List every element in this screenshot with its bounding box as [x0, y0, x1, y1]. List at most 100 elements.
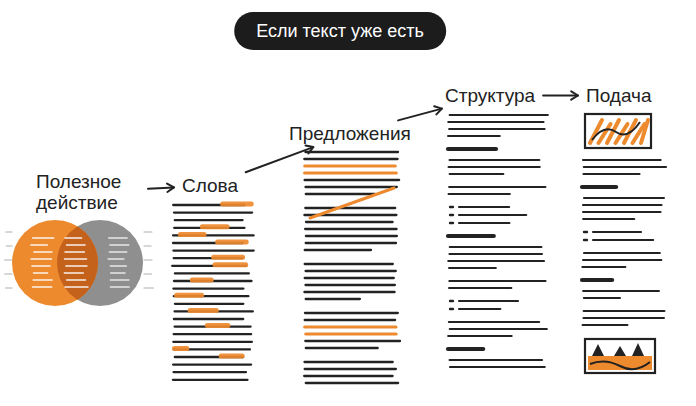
text-line [110, 286, 129, 287]
text-line [175, 303, 243, 305]
step-label: Слова [182, 175, 238, 196]
text-line [583, 290, 659, 292]
text-line [175, 325, 251, 327]
text-line [190, 308, 216, 313]
text-line [144, 273, 152, 274]
text-line [584, 310, 665, 312]
text-line [305, 361, 393, 363]
text-line [173, 363, 251, 365]
text-line [584, 173, 640, 175]
text-line [65, 237, 82, 238]
text-line [215, 262, 246, 267]
text-line [450, 159, 540, 161]
text-line [450, 173, 504, 175]
text-line [306, 235, 397, 237]
text-line [305, 207, 395, 209]
text-line [174, 257, 243, 259]
text-line [450, 214, 453, 216]
text-line [583, 159, 661, 161]
text-line [584, 239, 587, 241]
text-line [582, 266, 625, 268]
text-line [304, 375, 392, 377]
text-line [64, 272, 83, 273]
text-line [6, 245, 12, 246]
text-line [306, 298, 360, 300]
text-line [6, 287, 13, 288]
text-line [459, 308, 500, 310]
text-line [34, 251, 52, 252]
text-line [459, 222, 509, 224]
step-label: Структура [445, 85, 535, 106]
text-line [174, 295, 249, 297]
text-line [306, 270, 396, 272]
text-line [583, 324, 628, 326]
text-line [32, 286, 51, 287]
text-line [459, 214, 526, 216]
text-line [306, 382, 398, 384]
text-line [173, 341, 252, 343]
text-line [305, 179, 400, 181]
step-heading: Предложения [287, 122, 413, 145]
text-line [32, 265, 50, 266]
text-line [175, 219, 243, 221]
text-line [310, 188, 394, 218]
text-line [6, 231, 12, 232]
text-line [202, 224, 227, 229]
text-line [448, 147, 496, 151]
text-line [306, 242, 396, 244]
text-line [5, 259, 12, 260]
arrow-head [571, 91, 578, 99]
text-line [450, 246, 542, 248]
step-heading: Полезное действие [34, 170, 142, 214]
title-pill: Если текст уже есть [234, 12, 446, 50]
text-line [177, 293, 202, 298]
text-line [305, 151, 398, 153]
flow-arrow [543, 91, 578, 99]
text-line [305, 312, 398, 314]
text-line [449, 321, 539, 323]
text-line [31, 244, 48, 245]
text-line [172, 265, 246, 267]
arrow-head [434, 106, 442, 114]
text-line [449, 267, 496, 269]
text-line [449, 280, 545, 282]
text-line [448, 335, 511, 337]
text-line [192, 278, 211, 283]
text-line [66, 244, 85, 245]
text-line [305, 172, 397, 175]
text-line [111, 272, 126, 273]
text-line [450, 300, 453, 302]
text-line [180, 232, 204, 237]
text-line [584, 197, 664, 199]
text-line [450, 308, 453, 310]
flow-arrow [148, 184, 174, 192]
text-line [305, 249, 371, 251]
text-line [65, 286, 88, 287]
text-line [448, 135, 500, 137]
text-line [584, 252, 660, 254]
venn-overlap [57, 220, 143, 306]
text-line [214, 255, 243, 260]
text-line [450, 114, 548, 116]
text-line [306, 193, 375, 195]
step-heading: Слова [180, 174, 240, 197]
text-line [449, 186, 545, 188]
text-line [31, 258, 52, 259]
text-line [450, 359, 542, 361]
text-line [33, 237, 54, 238]
text-line [174, 318, 243, 320]
text-line [584, 166, 666, 168]
text-line [173, 234, 254, 236]
step-heading: Подача [584, 84, 654, 107]
arrow-line [543, 95, 578, 97]
text-line [448, 347, 483, 351]
text-line [450, 366, 545, 368]
text-line [33, 279, 52, 280]
text-line [593, 231, 641, 233]
text-line [582, 278, 612, 282]
text-line [174, 211, 252, 213]
text-line [173, 249, 253, 251]
text-line [144, 231, 152, 232]
picture-sketch [585, 114, 651, 148]
text-line [173, 287, 243, 289]
